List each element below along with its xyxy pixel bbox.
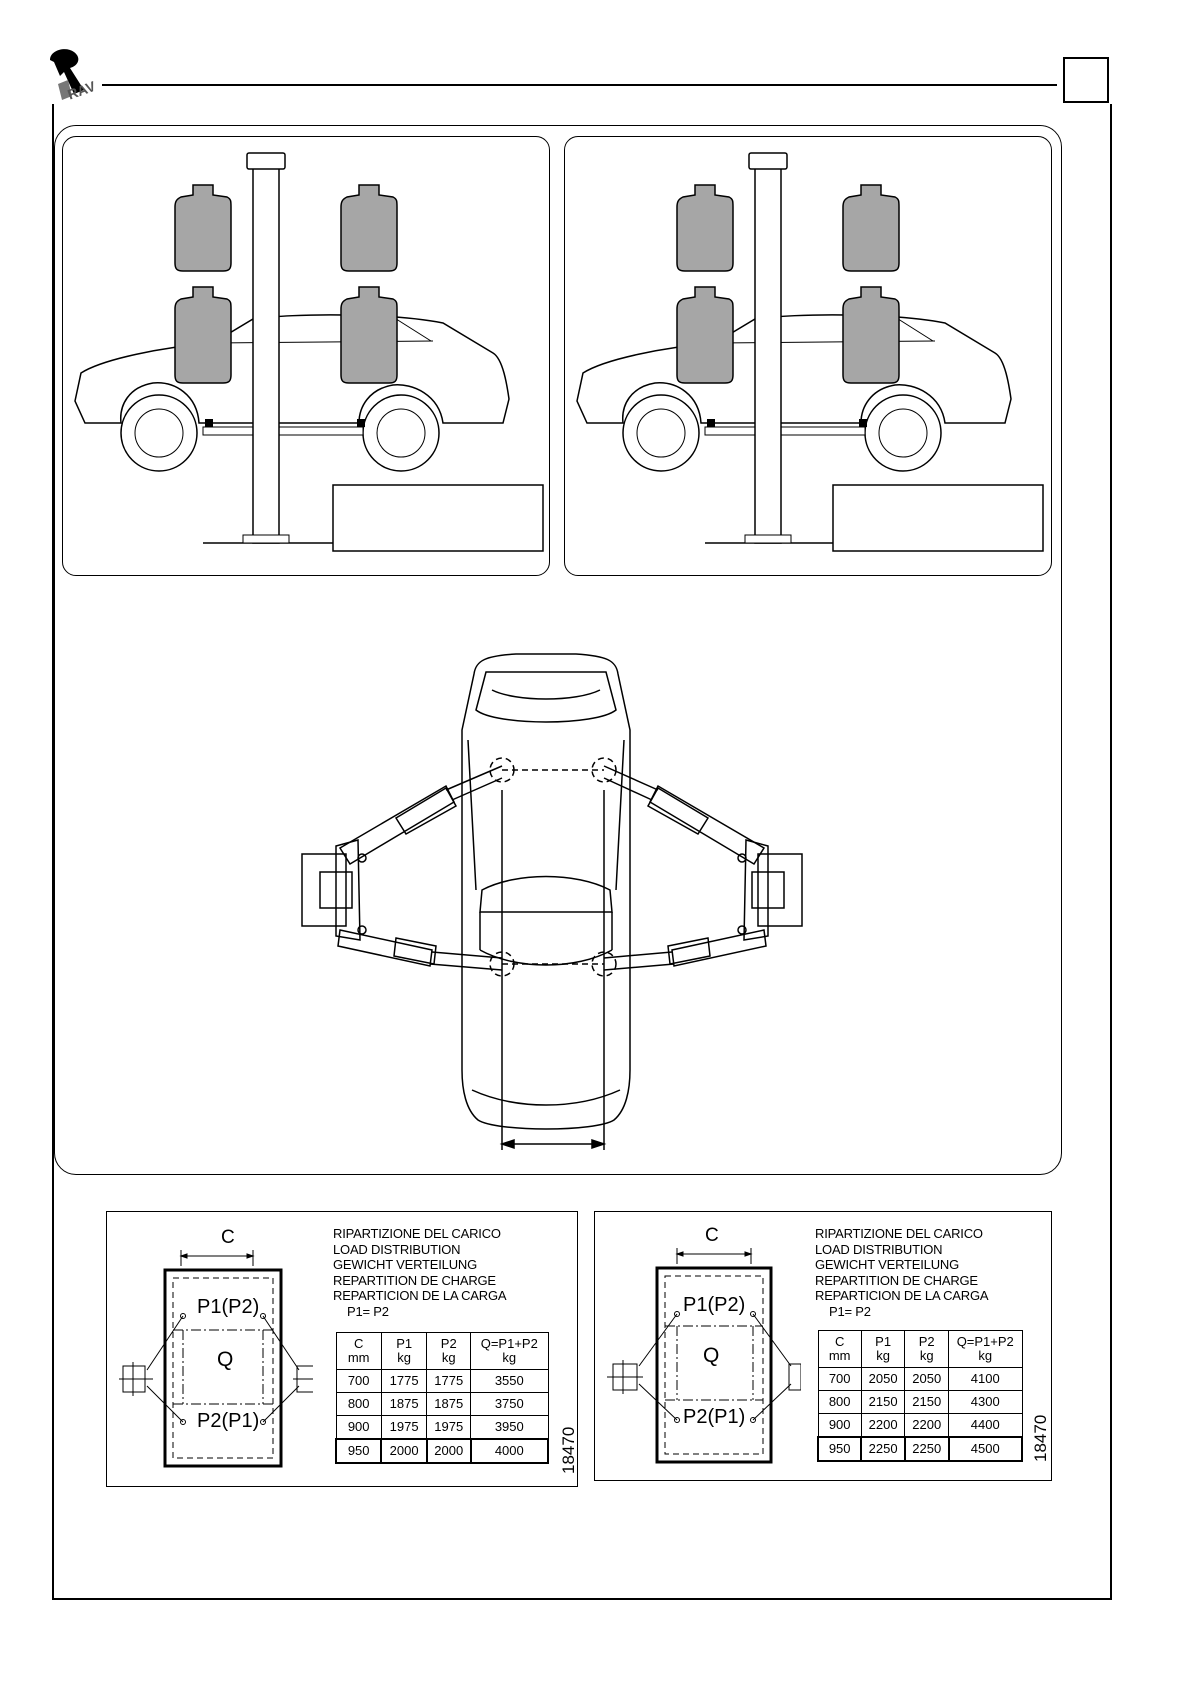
p2-label: P2(P1) <box>683 1406 746 1428</box>
car-side-view-panel-left <box>62 136 550 576</box>
ravaglioli-logo-icon: RAV <box>50 49 98 103</box>
q-label: Q <box>703 1344 720 1367</box>
title-fr: REPARTITION DE CHARGE <box>333 1272 496 1288</box>
c-label: C <box>221 1227 235 1248</box>
p2-label: P2(P1) <box>197 1410 260 1432</box>
title-fr: REPARTITION DE CHARGE <box>815 1272 978 1288</box>
c-label: C <box>705 1225 719 1246</box>
header-c: C mm <box>335 1332 382 1370</box>
title-es: REPARTICION DE LA CARGA <box>333 1288 507 1303</box>
formula: P1= P2 <box>347 1303 389 1319</box>
title-de: GEWICHT VERTEILUNG <box>333 1257 477 1272</box>
car-top-view-icon <box>301 653 803 1150</box>
drawing-code: 18470 <box>1031 1414 1050 1462</box>
lift-plan-diagram <box>607 1248 801 1464</box>
title-de: GEWICHT VERTEILUNG <box>815 1257 959 1272</box>
car-side-view-icon <box>74 152 544 552</box>
q-label: Q <box>217 1348 234 1371</box>
drawing-code: 18470 <box>559 1426 578 1474</box>
header-q: Q=P1+P2 kg <box>470 1332 549 1370</box>
header-c: C mm <box>817 1330 862 1368</box>
header-p2: P2 kg <box>904 1330 949 1368</box>
page-frame <box>52 104 1112 1600</box>
header-p1: P1 kg <box>380 1332 428 1370</box>
load-distribution-block-2: C P1(P2) Q P2(P1) RIPARTIZIONE DEL CARIC… <box>594 1211 1052 1481</box>
load-distribution-titles: RIPARTIZIONE DEL CARICO LOAD DISTRIBUTIO… <box>333 1226 507 1319</box>
header-q: Q=P1+P2 kg <box>948 1330 1023 1368</box>
formula: P1= P2 <box>829 1303 871 1319</box>
p1-label: P1(P2) <box>197 1296 260 1318</box>
car-side-view-panel-right <box>564 136 1052 576</box>
title-en: LOAD DISTRIBUTION <box>815 1241 943 1257</box>
car-side-view-icon <box>576 152 1044 552</box>
lift-plan-diagram <box>119 1250 313 1468</box>
title-it: RIPARTIZIONE DEL CARICO <box>815 1226 983 1241</box>
page-number-box <box>1063 57 1109 103</box>
title-en: LOAD DISTRIBUTION <box>333 1241 461 1257</box>
header-p2: P2 kg <box>426 1332 472 1370</box>
title-es: REPARTICION DE LA CARGA <box>815 1288 989 1303</box>
title-it: RIPARTIZIONE DEL CARICO <box>333 1226 501 1241</box>
header-rule <box>102 84 1057 86</box>
load-distribution-titles: RIPARTIZIONE DEL CARICO LOAD DISTRIBUTIO… <box>815 1226 989 1319</box>
illustration-panel <box>54 125 1062 1175</box>
header-p1: P1 kg <box>860 1330 906 1368</box>
p1-label: P1(P2) <box>683 1294 746 1316</box>
load-distribution-block-1: C P1(P2) Q P2(P1) RIPARTIZIONE DEL CARIC… <box>106 1211 578 1487</box>
